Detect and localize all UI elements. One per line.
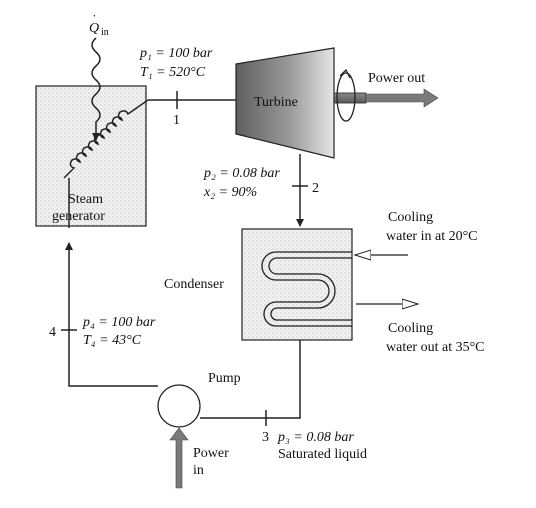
steam-generator-label-2: generator [52, 209, 105, 224]
state-3-description: Saturated liquid [278, 447, 367, 462]
state-3-pressure: p₃ = 0.08 bar [277, 430, 354, 445]
turbine-shaft [333, 92, 367, 104]
state-1-temperature: T₁ = 520°C [140, 65, 206, 80]
state-4-pressure: p₄ = 100 bar [82, 315, 156, 330]
turbine-body [235, 47, 335, 159]
heat-input-dot: ˙ [92, 13, 97, 28]
state-4-number: 4 [49, 325, 56, 340]
state-4-temperature: T₄ = 43°C [83, 333, 142, 348]
steam-generator: Steam generator [35, 85, 149, 227]
pump-body [157, 384, 201, 428]
pipe-state-4 [65, 242, 158, 387]
cooling-in-label-2: water in at 20°C [386, 229, 478, 244]
heat-input-wavy-arrow [91, 37, 101, 141]
power-in-label-2: in [193, 463, 204, 478]
condenser-coil-inner [268, 257, 352, 321]
power-in-arrow-icon [169, 427, 189, 489]
state-2-number: 2 [312, 181, 319, 196]
state-1-pressure: p₁ = 100 bar [139, 46, 213, 61]
power-out-label: Power out [368, 71, 425, 86]
condenser-coil [261, 251, 352, 327]
pump: Pump Power in [157, 371, 241, 489]
power-out-arrow-icon [365, 88, 439, 108]
condenser: Condenser [164, 228, 353, 341]
turbine: Turbine [235, 47, 335, 159]
rotation-arrow-icon [339, 68, 351, 79]
rotation-icon [336, 72, 356, 122]
state-1-number: 1 [173, 113, 180, 128]
pipe-state-3 [200, 340, 301, 419]
pump-label: Pump [208, 371, 241, 386]
state-3-number: 3 [262, 430, 269, 445]
power-in-label-1: Power [193, 446, 229, 461]
turbine-label: Turbine [254, 95, 298, 110]
cooling-out-label-1: Cooling [388, 321, 433, 336]
heat-input-symbol: Q [89, 21, 99, 36]
power-out: Power out [333, 68, 439, 122]
condenser-box [241, 228, 353, 341]
state-2-pressure: p₂ = 0.08 bar [203, 166, 280, 181]
heat-input: ˙ Q in [89, 13, 109, 141]
heat-input-subscript: in [101, 27, 109, 38]
steam-generator-box [35, 85, 147, 227]
condenser-label: Condenser [164, 277, 224, 292]
steam-generator-label-1: Steam [68, 192, 103, 207]
cooling-in-label-1: Cooling [388, 210, 433, 225]
cooling-out-label-2: water out at 35°C [386, 340, 485, 355]
state-2-quality: x₂ = 90% [203, 185, 257, 200]
